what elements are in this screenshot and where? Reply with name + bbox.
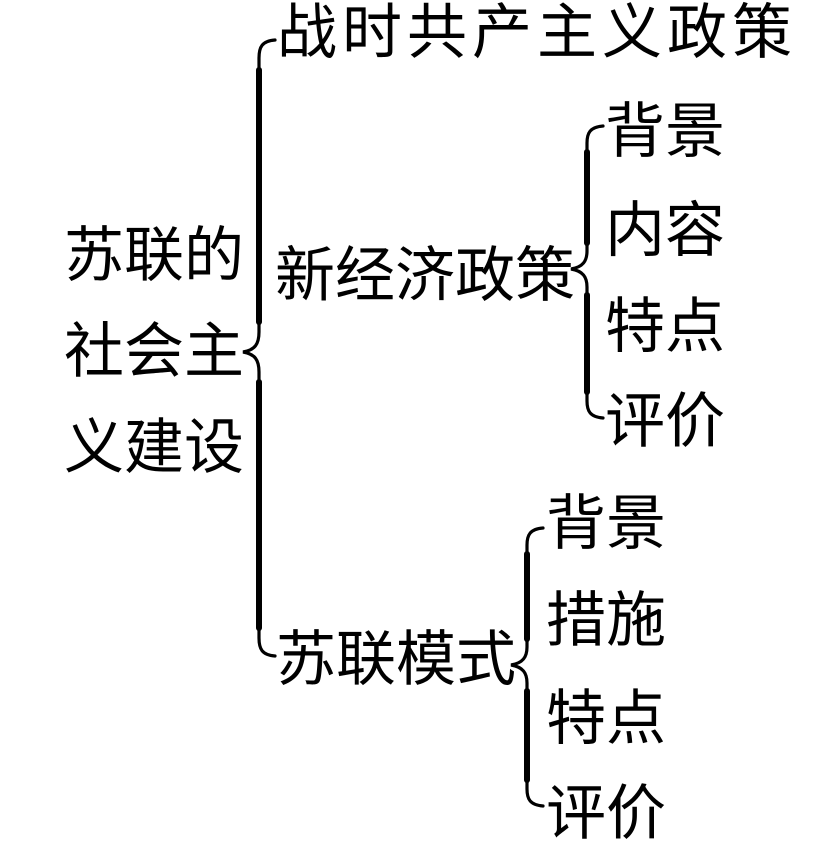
root-label-line-3: 义建设: [64, 415, 244, 481]
branch-war-communism-policy: 战时共产主义政策: [277, 0, 797, 66]
nep-child-background: 背景: [605, 99, 725, 165]
root-brace: [242, 38, 277, 658]
nep-child-characteristics: 特点: [605, 294, 725, 360]
nep-child-content: 内容: [605, 198, 725, 264]
soviet-model-child-characteristics: 特点: [546, 686, 666, 752]
branch-soviet-model: 苏联模式: [276, 627, 516, 693]
soviet-model-child-evaluation: 评价: [546, 781, 666, 847]
root-label: 苏联的 社会主 义建设: [64, 208, 244, 496]
soviet-model-child-background: 背景: [546, 491, 666, 557]
soviet-model-brace: [510, 526, 545, 808]
root-label-line-2: 社会主: [64, 319, 244, 385]
new-economic-policy-brace: [570, 124, 605, 420]
root-label-line-1: 苏联的: [64, 223, 244, 289]
nep-child-evaluation: 评价: [605, 389, 725, 455]
soviet-model-child-measures: 措施: [546, 588, 666, 654]
branch-new-economic-policy: 新经济政策: [275, 243, 575, 309]
